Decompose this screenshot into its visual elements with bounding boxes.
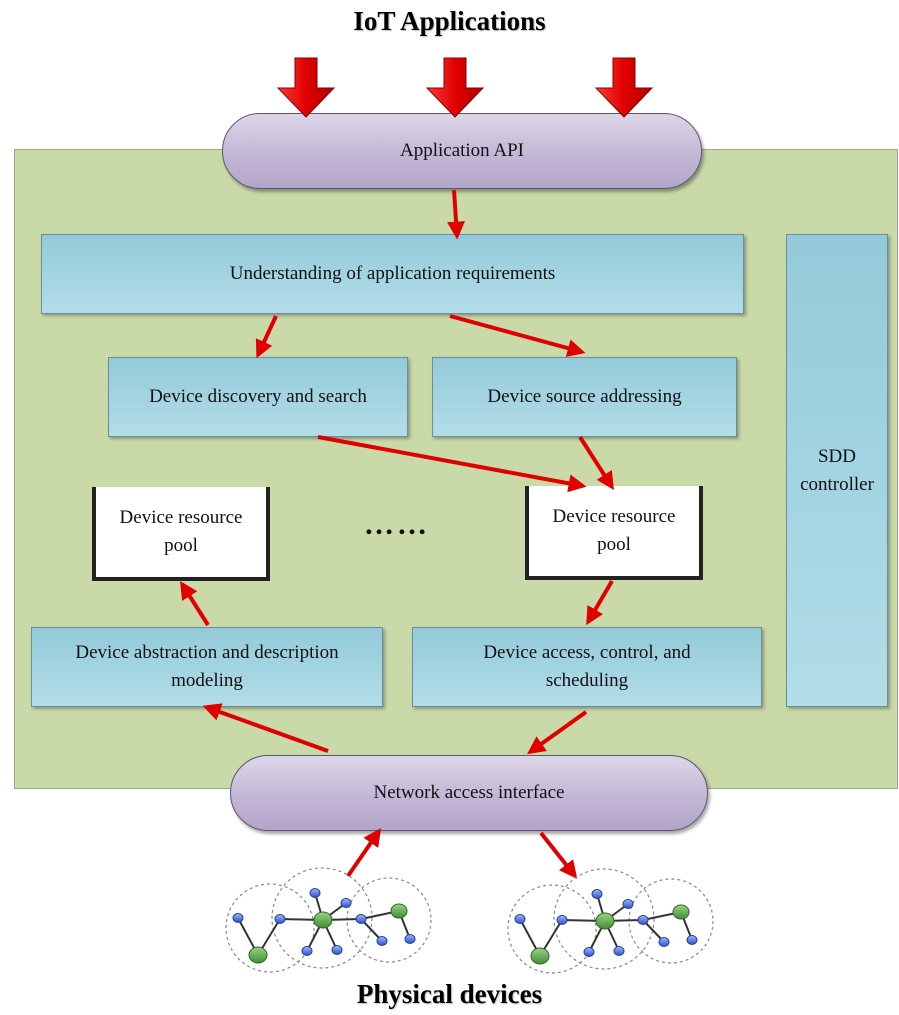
physical-devices-title: Physical devices (356, 979, 543, 1009)
arrow-network-to-abstraction (202, 703, 329, 753)
discovery-label: Device discovery and search (149, 386, 367, 407)
input-arrow-2 (425, 57, 485, 118)
abstraction-label: Device abstraction and description model… (75, 642, 339, 691)
arrow-pool-to-access (586, 579, 614, 626)
flow-arrows (180, 189, 614, 879)
arrow-abstraction-to-pool (180, 580, 210, 627)
discovery-box: Device discovery and search (108, 357, 408, 437)
resource-pool-right: Device resource pool (525, 486, 703, 580)
resource-pool-left: Device resource pool (92, 487, 270, 581)
requirements-label: Understanding of application requirement… (229, 263, 556, 284)
application-api-capsule: Application API (222, 113, 702, 189)
application-api-label: Application API (399, 140, 525, 161)
iot-applications-title: IoT Applications (353, 6, 546, 36)
network-access-label: Network access interface (373, 782, 565, 803)
arrow-discovery-to-pool (317, 435, 587, 493)
arrow-access-to-network (527, 710, 588, 755)
sdd-controller-label: SDD controller (800, 445, 874, 495)
input-arrow-1 (276, 57, 336, 118)
input-arrow-3 (594, 57, 654, 118)
device-cluster-left (225, 867, 432, 973)
arrow-devices-to-network (346, 828, 382, 878)
resource-pool-left-label: Device resource pool (119, 507, 243, 556)
arrow-req-to-addressing (449, 314, 586, 357)
addressing-box: Device source addressing (432, 357, 737, 437)
network-access-capsule: Network access interface (230, 755, 708, 831)
device-cluster-right (507, 868, 714, 974)
abstraction-box: Device abstraction and description model… (31, 627, 383, 707)
arrow-req-to-discovery (255, 315, 278, 359)
access-label: Device access, control, and scheduling (483, 642, 691, 691)
requirements-box: Understanding of application requirement… (41, 234, 744, 314)
arrow-api-to-requirements (447, 189, 466, 240)
arrow-network-to-devices (539, 831, 578, 879)
arrow-addressing-to-pool (578, 435, 614, 491)
access-box: Device access, control, and scheduling (412, 627, 762, 707)
ellipsis-dots: …… (364, 508, 430, 541)
addressing-label: Device source addressing (487, 386, 682, 407)
sdd-controller-box: SDD controller (786, 234, 888, 707)
resource-pool-right-label: Device resource pool (552, 506, 676, 555)
input-arrows (276, 57, 654, 118)
